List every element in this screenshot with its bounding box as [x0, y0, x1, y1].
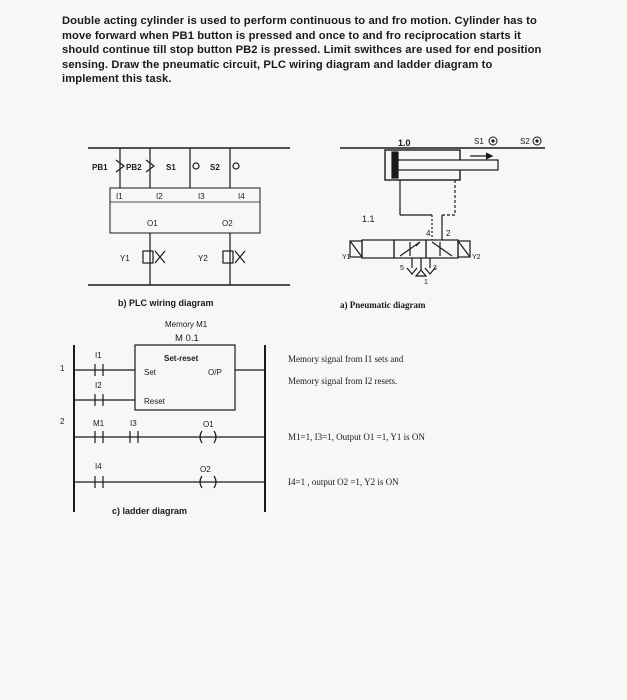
terminal-o2: O2 — [222, 219, 233, 228]
terminal-i1: I1 — [116, 192, 123, 201]
s2-sensor-icon — [532, 136, 542, 146]
pneumatic-diagram — [340, 147, 545, 277]
terminal-i2: I2 — [156, 192, 163, 201]
y2-solenoid-label: Y2 — [472, 254, 481, 261]
contact-i3-label: I3 — [130, 419, 137, 428]
s1-input-label: S1 — [166, 163, 176, 172]
reset-input-label: Reset — [144, 397, 166, 406]
rung-2-number: 2 — [60, 417, 65, 426]
output-label: O/P — [208, 368, 222, 377]
note-output-o1: M1=1, I3=1, Output O1 =1, Y1 is ON — [288, 432, 425, 442]
plc-wiring-diagram — [88, 147, 290, 286]
problem-statement: Double acting cylinder is used to perfor… — [62, 15, 542, 85]
coil-o1-label: O1 — [203, 420, 214, 429]
contact-i2-label: I2 — [95, 381, 102, 390]
rung-1-number: 1 — [60, 364, 65, 373]
port-5-label: 5 — [400, 265, 404, 272]
cylinder-label: 1.0 — [398, 138, 411, 148]
plc-caption: b) PLC wiring diagram — [118, 298, 214, 308]
s2-input-label: S2 — [210, 163, 220, 172]
pb2-label: PB2 — [126, 163, 142, 172]
contact-i1-label: I1 — [95, 351, 102, 360]
memory-address: M 0.1 — [175, 333, 199, 344]
valve-label: 1.1 — [362, 214, 375, 224]
port-1-label: 1 — [424, 279, 428, 286]
ladder-diagram — [73, 344, 266, 512]
pneumatic-caption: a) Pneumatic diagram — [340, 300, 426, 310]
y2-coil-label: Y2 — [198, 254, 208, 263]
coil-o2-label: O2 — [200, 465, 211, 474]
set-input-label: Set — [144, 368, 157, 377]
s1-sensor-label: S1 — [474, 137, 484, 146]
memory-title: Memory M1 — [165, 320, 208, 329]
port-2-label: 2 — [446, 229, 451, 238]
y1-coil-label: Y1 — [120, 254, 130, 263]
note-memory-set: Memory signal from I1 sets and — [288, 354, 404, 364]
port-3-label: 3 — [433, 265, 437, 272]
s2-sensor-label: S2 — [520, 137, 530, 146]
terminal-i4: I4 — [238, 192, 245, 201]
ladder-caption: c) ladder diagram — [112, 506, 187, 516]
pb1-label: PB1 — [92, 163, 108, 172]
s1-sensor-icon — [488, 136, 498, 146]
terminal-i3: I3 — [198, 192, 205, 201]
setreset-block-label: Set-reset — [164, 354, 199, 363]
contact-m1-label: M1 — [93, 419, 105, 428]
port-4-label: 4 — [426, 229, 431, 238]
note-output-o2: I4=1 , output O2 =1, Y2 is ON — [288, 477, 399, 487]
terminal-o1: O1 — [147, 219, 158, 228]
note-memory-reset: Memory signal from I2 resets. — [288, 376, 397, 386]
contact-i4-label: I4 — [95, 462, 102, 471]
y1-solenoid-label: Y1 — [342, 254, 351, 261]
